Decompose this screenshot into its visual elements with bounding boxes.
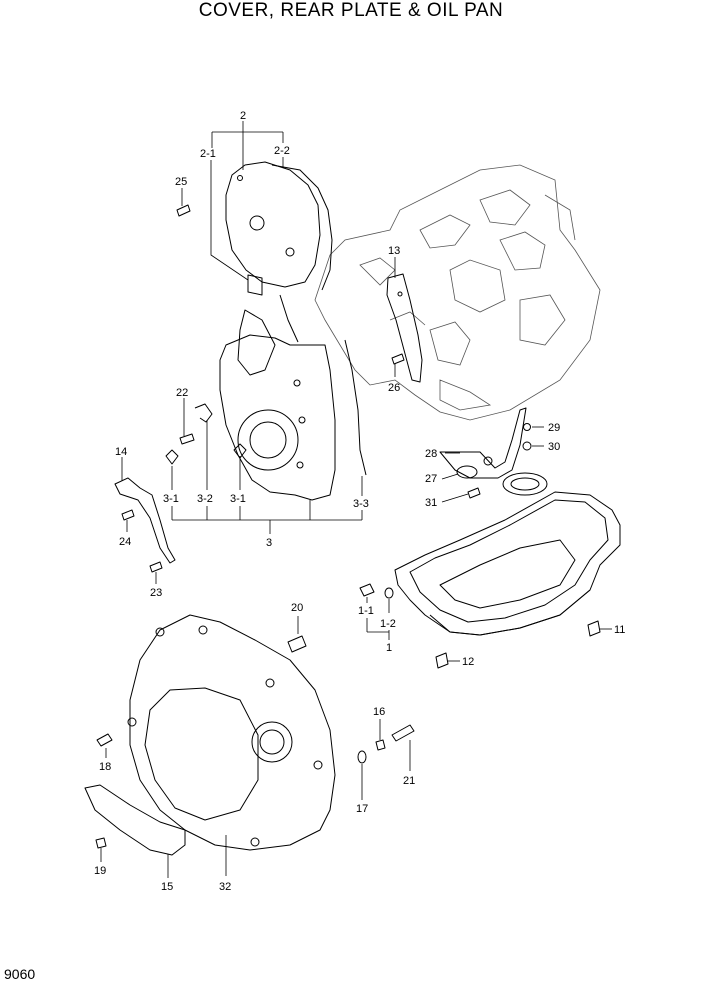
- bolt-24[interactable]: [121, 509, 135, 521]
- callout-12[interactable]: 12: [462, 656, 474, 668]
- callout-31[interactable]: 31: [425, 497, 437, 509]
- bolt-18[interactable]: [96, 733, 113, 747]
- bolt-12[interactable]: [435, 652, 449, 669]
- callout-1-2[interactable]: 1-2: [380, 618, 396, 630]
- cover-gasket-upper[interactable]: [271, 164, 333, 291]
- callout-3-1b[interactable]: 3-1: [230, 493, 246, 505]
- callout-20[interactable]: 20: [291, 602, 303, 614]
- callout-32[interactable]: 32: [219, 881, 231, 893]
- bolt-11[interactable]: [587, 620, 601, 637]
- bolt-31[interactable]: [467, 487, 481, 499]
- washer-17[interactable]: [357, 750, 367, 764]
- bolt-26[interactable]: [391, 353, 405, 365]
- callout-3-2[interactable]: 3-2: [197, 493, 213, 505]
- callout-26[interactable]: 26: [388, 382, 400, 394]
- callout-29[interactable]: 29: [548, 422, 560, 434]
- bolt-19[interactable]: [95, 837, 107, 849]
- diagram-title: COVER, REAR PLATE & OIL PAN: [198, 0, 504, 21]
- callout-17[interactable]: 17: [356, 803, 368, 815]
- oil-strainer-pipe[interactable]: [439, 407, 527, 479]
- front-case-gasket[interactable]: [344, 339, 367, 476]
- bracket-13[interactable]: [386, 273, 423, 383]
- callout-28[interactable]: 28: [425, 448, 437, 460]
- bolt-25[interactable]: [176, 204, 191, 217]
- page-code: 9060: [4, 966, 36, 982]
- drain-plug-1-1[interactable]: [359, 583, 375, 597]
- bolt-22[interactable]: [179, 433, 195, 445]
- nut-29[interactable]: [523, 423, 531, 431]
- washer-30[interactable]: [522, 441, 532, 451]
- dowel-pin-3-1b[interactable]: [233, 443, 247, 459]
- callout-25[interactable]: 25: [175, 176, 187, 188]
- callout-1[interactable]: 1: [386, 642, 392, 654]
- front-case[interactable]: [219, 309, 336, 501]
- oil-seal-clip-3-2[interactable]: [194, 403, 213, 423]
- dowel-pin-3-1a[interactable]: [165, 449, 179, 465]
- plug-20[interactable]: [287, 635, 307, 653]
- oil-pan[interactable]: [394, 491, 621, 636]
- callout-21[interactable]: 21: [403, 775, 415, 787]
- callout-3-1a[interactable]: 3-1: [163, 493, 179, 505]
- callout-19[interactable]: 19: [94, 865, 106, 877]
- callout-22[interactable]: 22: [176, 387, 188, 399]
- bracket-14[interactable]: [114, 477, 176, 564]
- bolt-23[interactable]: [149, 561, 163, 573]
- oil-strainer-screen[interactable]: [502, 472, 548, 496]
- nut-16[interactable]: [375, 739, 386, 751]
- callout-30[interactable]: 30: [548, 441, 560, 453]
- callout-18[interactable]: 18: [99, 761, 111, 773]
- callout-23[interactable]: 23: [150, 587, 162, 599]
- leader-lines: [100, 121, 612, 878]
- callout-16[interactable]: 16: [373, 706, 385, 718]
- timing-cover-upper[interactable]: [225, 161, 321, 288]
- callout-2[interactable]: 2: [240, 110, 246, 122]
- gasket-27[interactable]: [456, 465, 478, 479]
- callout-3[interactable]: 3: [266, 537, 272, 549]
- callouts: 2 2-1 2-2 25 13 26 22 14 3-1 3-2 3-1 3-3…: [94, 110, 625, 893]
- rear-plate[interactable]: [127, 614, 336, 851]
- callout-3-3[interactable]: 3-3: [353, 498, 369, 510]
- callout-14[interactable]: 14: [115, 446, 127, 458]
- callout-1-1[interactable]: 1-1: [358, 605, 374, 617]
- callout-2-1[interactable]: 2-1: [200, 148, 216, 160]
- cover-plate-15[interactable]: [84, 784, 186, 856]
- callout-27[interactable]: 27: [425, 473, 437, 485]
- callout-15[interactable]: 15: [161, 881, 173, 893]
- callout-2-2[interactable]: 2-2: [274, 145, 290, 157]
- callout-11[interactable]: 11: [614, 624, 625, 636]
- callout-24[interactable]: 24: [119, 536, 131, 548]
- callout-13[interactable]: 13: [388, 245, 400, 257]
- bolt-21[interactable]: [391, 724, 415, 742]
- gasket-1-2[interactable]: [384, 587, 394, 599]
- engine-block: [314, 164, 601, 421]
- cover-seal-strip[interactable]: [247, 274, 299, 343]
